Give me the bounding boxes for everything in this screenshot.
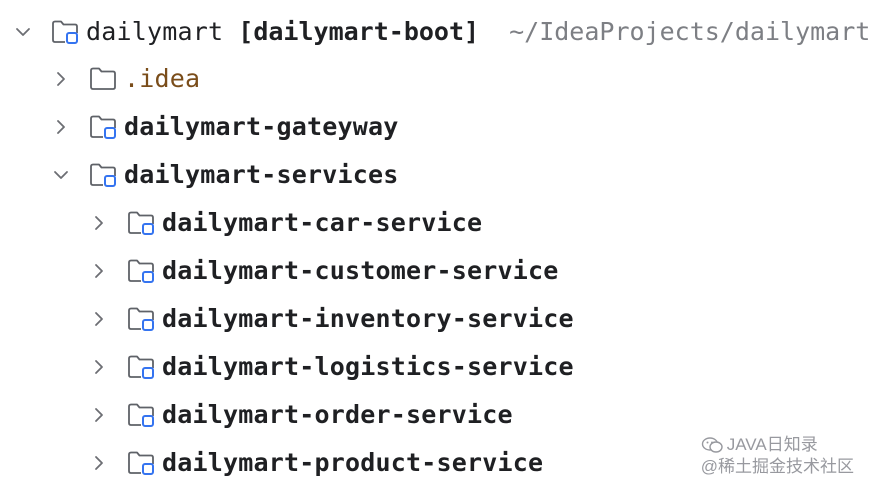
tree-item-car-service[interactable]: dailymart-car-service [0,199,870,247]
tree-item-order-service[interactable]: dailymart-order-service [0,391,870,439]
chevron-right-icon[interactable] [90,262,108,280]
watermark-account: JAVA日知录 [726,435,818,454]
module-folder-icon [126,305,156,333]
watermark-line-1: JAVA日知录 [701,434,818,456]
tree-item-customer-service[interactable]: dailymart-customer-service [0,247,870,295]
module-folder-icon [126,449,156,477]
module-folder-icon [126,401,156,429]
tree-item-label: dailymart-customer-service [162,256,559,285]
tree-item-services[interactable]: dailymart-services [0,151,870,199]
root-project-name: dailymart [86,17,224,46]
chevron-right-icon[interactable] [52,70,70,88]
module-folder-icon [88,113,118,141]
wechat-icon [701,436,723,454]
tree-item-label: .idea [124,64,201,93]
root-project-path: ~/IdeaProjects/dailymart-boot [509,17,870,46]
tree-root-row[interactable]: dailymart [dailymart-boot] ~/IdeaProject… [0,8,870,56]
watermark-platform: @稀土掘金技术社区 [700,457,854,476]
tree-item-label: dailymart-gateyway [124,112,399,141]
tree-item-inventory-service[interactable]: dailymart-inventory-service [0,295,870,343]
module-folder-icon [126,353,156,381]
chevron-right-icon[interactable] [90,310,108,328]
tree-item-label: dailymart-services [124,160,399,189]
tree-item-label: dailymart-order-service [162,400,513,429]
module-folder-icon [126,257,156,285]
tree-item-gateyway[interactable]: dailymart-gateyway [0,103,870,151]
module-folder-icon [126,209,156,237]
tree-item-label: dailymart-logistics-service [162,352,574,381]
tree-item-idea[interactable]: .idea [0,55,870,103]
tree-item-label: dailymart-inventory-service [162,304,574,333]
tree-item-label: dailymart-car-service [162,208,483,237]
folder-icon [88,65,118,93]
chevron-right-icon[interactable] [90,406,108,424]
tree-item-logistics-service[interactable]: dailymart-logistics-service [0,343,870,391]
chevron-down-icon[interactable] [14,23,32,41]
watermark-line-2: @稀土掘金技术社区 [701,456,854,478]
tree-item-product-service[interactable]: dailymart-product-service [0,439,870,487]
chevron-down-icon[interactable] [52,166,70,184]
watermark: JAVA日知录 @稀土掘金技术社区 [701,434,854,478]
chevron-right-icon[interactable] [90,358,108,376]
module-folder-icon [50,18,80,46]
tree-item-label: dailymart-product-service [162,448,544,477]
root-module-name: [dailymart-boot] [238,17,480,46]
chevron-right-icon[interactable] [90,454,108,472]
module-folder-icon [88,161,118,189]
chevron-right-icon[interactable] [52,118,70,136]
chevron-right-icon[interactable] [90,214,108,232]
